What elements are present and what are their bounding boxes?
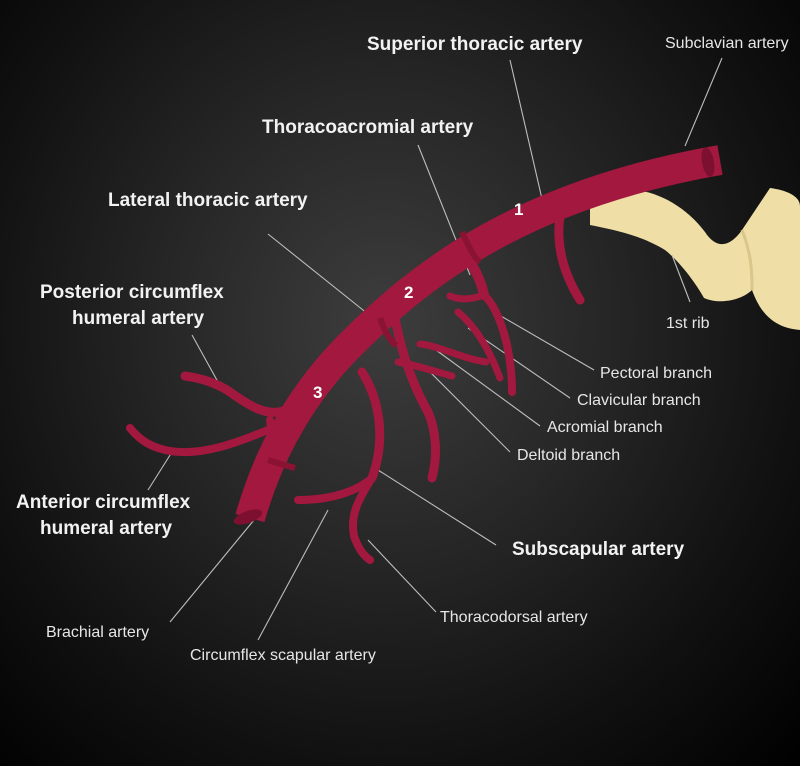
leader-subclavian (684, 57, 723, 147)
pectoral-branch-vessel (480, 291, 516, 396)
brachial-end (233, 509, 263, 525)
subscapular-vessel (357, 367, 385, 483)
label-thoracodorsal: Thoracodorsal artery (440, 609, 588, 626)
label-superior-thoracic: Superior thoracic artery (367, 34, 583, 55)
thoracoacromial-trunk (467, 260, 489, 300)
leader-circumflex-scapular (257, 509, 329, 641)
segment-2-number: 2 (404, 283, 414, 302)
label-pectoral-branch: Pectoral branch (600, 365, 713, 382)
leader-anterior-circumflex (147, 451, 173, 491)
leader-first-rib (671, 254, 691, 303)
anterior-circumflex-vessel (126, 421, 284, 457)
label-anterior-circumflex-2: humeral artery (40, 518, 173, 539)
posterior-circumflex-vessel (180, 371, 295, 417)
label-subscapular: Subscapular artery (512, 539, 685, 560)
label-subclavian: Subclavian artery (665, 35, 789, 52)
leader-deltoid (425, 367, 511, 453)
segment-divider-2-3 (377, 317, 399, 349)
first-rib (590, 188, 800, 330)
leader-thoracodorsal (367, 539, 437, 613)
label-first-rib: 1st rib (666, 315, 710, 332)
artery-branches (126, 187, 585, 564)
leader-lateral-thoracic (267, 233, 379, 323)
leader-subscapular (377, 469, 497, 546)
leader-acromial (435, 349, 541, 427)
label-lateral-thoracic: Lateral thoracic artery (108, 190, 308, 211)
clavicular-branch-tail (454, 308, 504, 382)
label-brachial: Brachial artery (46, 624, 150, 641)
axillary-artery-trunk (235, 145, 723, 523)
circumflex-scapular-vessel (294, 474, 376, 504)
label-deltoid-branch: Deltoid branch (517, 447, 621, 464)
label-anterior-circumflex-1: Anterior circumflex (16, 492, 191, 513)
label-acromial-branch: Acromial branch (547, 419, 663, 436)
leader-posterior-circumflex (191, 334, 219, 383)
acromial-branch-vessel (416, 340, 490, 366)
leader-pectoral (493, 311, 595, 371)
label-circumflex-scapular: Circumflex scapular artery (190, 647, 376, 664)
leader-brachial (169, 519, 255, 623)
label-posterior-circumflex-1: Posterior circumflex (40, 282, 224, 303)
label-thoracoacromial: Thoracoacromial artery (262, 117, 474, 138)
segment-divider-3-brachial (267, 457, 296, 471)
lateral-thoracic-vessel (390, 313, 440, 483)
clavicular-branch-vessel (446, 291, 488, 303)
label-clavicular-branch: Clavicular branch (577, 392, 701, 409)
label-posterior-circumflex-2: humeral artery (72, 308, 205, 329)
rib-body (590, 188, 800, 330)
thoracodorsal-vessel (349, 474, 376, 564)
segment-3-number: 3 (313, 383, 323, 402)
segment-1-number: 1 (514, 200, 524, 219)
axillary-artery (233, 145, 723, 525)
rib-shade (740, 229, 754, 291)
subclavian-end (701, 147, 715, 177)
segment-divider-1-2 (459, 230, 482, 265)
leader-lines (147, 57, 723, 641)
